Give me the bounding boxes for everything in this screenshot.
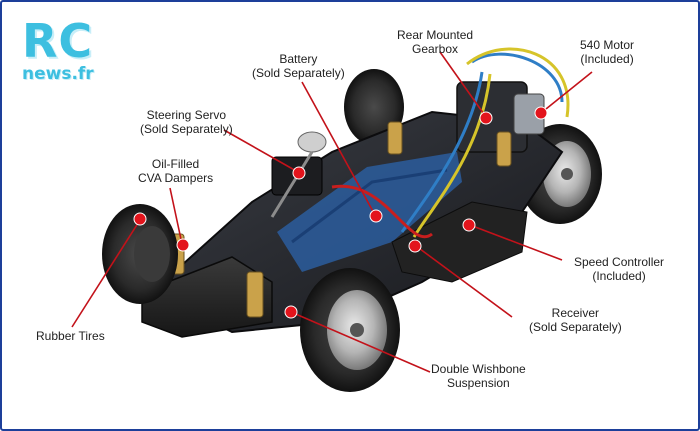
- callout-oil-filled-cva-dampers: Oil-Filled CVA Dampers: [138, 157, 213, 185]
- callout-lines: [71, 51, 593, 373]
- rear-dampers: [387, 121, 512, 167]
- callout-line-2: Gearbox: [412, 42, 459, 56]
- callout-rubber-tires: Rubber Tires: [36, 329, 105, 343]
- front-right-wheel: [300, 268, 400, 392]
- callout-line-2: (Sold Separately): [529, 320, 622, 334]
- callout-markers: [133, 106, 548, 319]
- marker-rubber-tires: [133, 212, 147, 226]
- callout-line-2: Suspension: [447, 376, 510, 390]
- callout-540-motor: 540 Motor (Included): [580, 38, 634, 66]
- callout-line-1: Battery: [279, 52, 318, 66]
- line-540-motor: [540, 71, 593, 114]
- callout-line-1: Oil-Filled: [151, 157, 200, 171]
- callout-line-1: Rubber Tires: [36, 329, 105, 343]
- line-double-wishbone-suspension: [290, 311, 431, 373]
- callout-battery: Battery (Sold Separately): [252, 52, 345, 80]
- callout-rear-mounted-gearbox: Rear Mounted Gearbox: [397, 28, 473, 56]
- line-speed-controller: [469, 224, 563, 261]
- marker-540-motor: [534, 106, 548, 120]
- line-battery: [301, 81, 376, 216]
- callout-double-wishbone-suspension: Double Wishbone Suspension: [431, 362, 526, 390]
- callout-line-2: (Included): [580, 52, 634, 66]
- logo-sub-text: news.fr: [22, 64, 94, 84]
- line-oil-filled-cva-dampers: [169, 187, 183, 245]
- callout-line-2: (Included): [592, 269, 646, 283]
- callout-receiver: Receiver (Sold Separately): [529, 306, 622, 334]
- callout-line-2: CVA Dampers: [138, 171, 214, 185]
- marker-double-wishbone-suspension: [284, 305, 298, 319]
- callout-line-1: Double Wishbone: [431, 362, 526, 376]
- callout-line-1: Steering Servo: [146, 108, 227, 122]
- callout-speed-controller: Speed Controller (Included): [574, 255, 664, 283]
- line-rubber-tires: [71, 219, 141, 328]
- callout-line-1: Receiver: [551, 306, 600, 320]
- callout-line-1: Rear Mounted: [397, 28, 474, 42]
- callout-line-2: (Sold Separately): [252, 66, 345, 80]
- marker-speed-controller: [462, 218, 476, 232]
- power-wiring: [331, 184, 433, 239]
- marker-oil-filled-cva-dampers: [176, 238, 190, 252]
- callout-line-1: Speed Controller: [574, 255, 665, 269]
- marker-battery: [369, 209, 383, 223]
- line-receiver: [415, 245, 513, 318]
- marker-receiver: [408, 239, 422, 253]
- callout-line-2: (Sold Separately): [140, 122, 233, 136]
- line-rear-mounted-gearbox: [439, 51, 487, 118]
- marker-steering-servo: [292, 166, 306, 180]
- callout-steering-servo: Steering Servo (Sold Separately): [140, 108, 233, 136]
- rcnews-logo: RC news.fr: [16, 14, 108, 88]
- callout-line-1: 540 Motor: [580, 38, 635, 52]
- front-left-wheel: [102, 204, 178, 304]
- marker-rear-mounted-gearbox: [479, 111, 493, 125]
- line-steering-servo: [223, 129, 299, 173]
- logo-main-text: RC: [22, 14, 94, 68]
